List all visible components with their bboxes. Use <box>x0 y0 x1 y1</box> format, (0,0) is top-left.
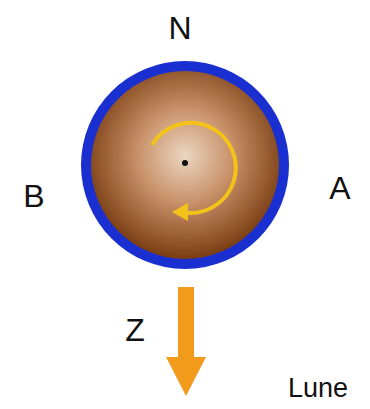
moon-label: Lune <box>288 375 348 402</box>
moon-arrowhead <box>166 357 206 396</box>
earth-ring <box>81 61 289 269</box>
center-dot <box>182 160 188 166</box>
east-point-label: A <box>329 172 350 204</box>
north-label: N <box>168 12 191 44</box>
rotation-arrowhead <box>172 203 188 221</box>
zenith-point-label: Z <box>125 314 145 346</box>
rotation-arrow <box>152 123 236 213</box>
moon-arrow-shaft <box>178 287 194 359</box>
earth-body <box>91 71 279 259</box>
west-point-label: B <box>23 180 44 212</box>
